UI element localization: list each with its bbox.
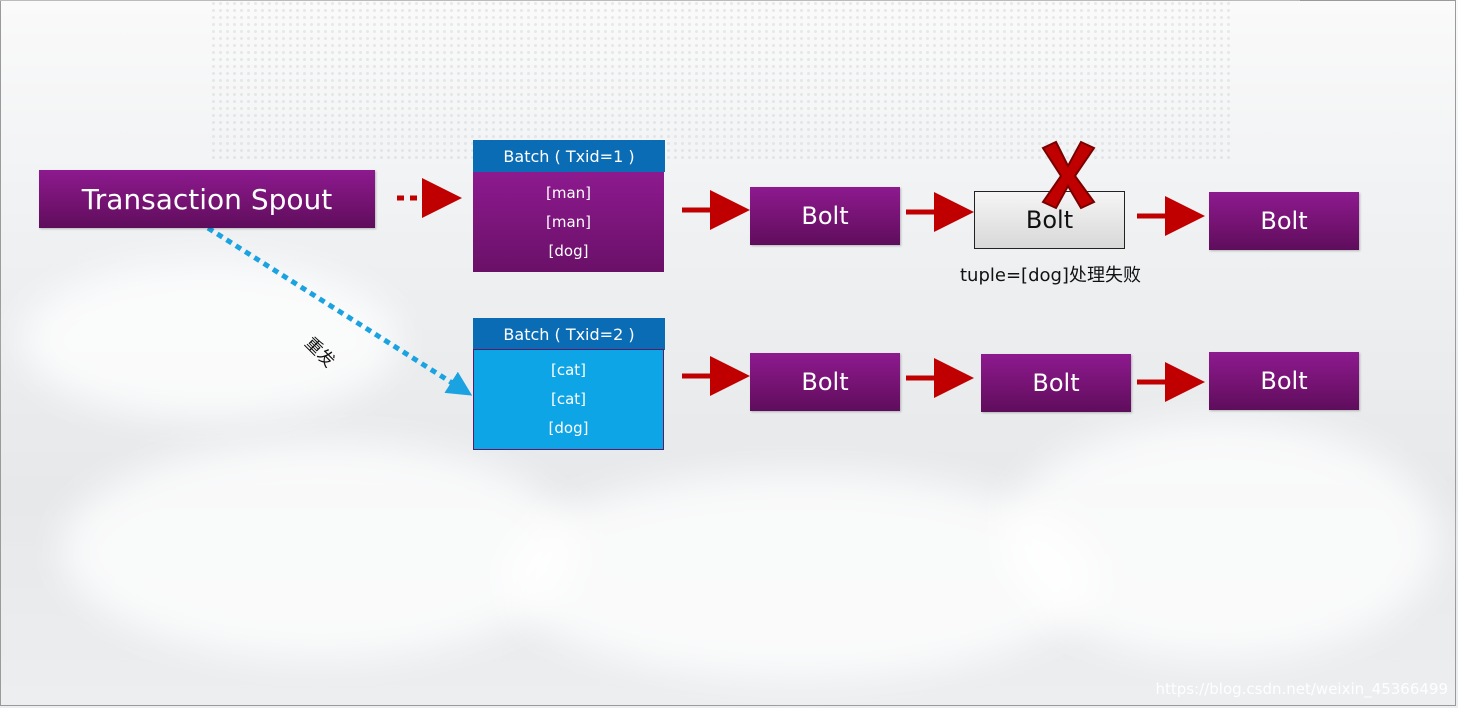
row2-bolt-2: Bolt: [981, 354, 1131, 412]
batch-2-title: Batch ( Txid=2 ): [503, 324, 635, 344]
bolt-label: Bolt: [801, 368, 849, 396]
row1-bolt-1: Bolt: [750, 187, 900, 245]
batch-1-header: Batch ( Txid=1 ): [473, 140, 665, 172]
batch-1-item: [man]: [545, 183, 591, 202]
batch-2-item: [cat]: [550, 361, 587, 379]
batch-2-body: [cat] [cat] [dog]: [473, 349, 664, 450]
batch-2-item: [cat]: [550, 390, 587, 408]
transaction-spout-node: Transaction Spout: [39, 170, 375, 228]
failure-caption: tuple=[dog]处理失败: [960, 265, 1141, 286]
batch-1-item: [dog]: [548, 241, 589, 260]
batch-1-item: [man]: [545, 212, 591, 231]
cloud-background: [500, 470, 1100, 680]
batch-2-header: Batch ( Txid=2 ): [473, 318, 665, 350]
batch-2-item: [dog]: [548, 419, 589, 437]
row2-bolt-3: Bolt: [1209, 352, 1359, 410]
bolt-label: Bolt: [1260, 207, 1308, 235]
batch-1-title: Batch ( Txid=1 ): [503, 146, 635, 166]
batch-1-body: [man] [man] [dog]: [473, 172, 664, 272]
bolt-label: Bolt: [1032, 369, 1080, 397]
bolt-label: Bolt: [801, 202, 849, 230]
top-rule: [0, 0, 1300, 1]
spout-to-batch2-resend-arrow: [206, 225, 473, 396]
watermark: https://blog.csdn.net/weixin_45366499: [1155, 680, 1448, 698]
cloud-background: [20, 260, 400, 420]
row1-bolt-3: Bolt: [1209, 192, 1359, 250]
cloud-background: [1000, 420, 1440, 660]
transaction-spout-label: Transaction Spout: [81, 182, 333, 216]
bolt-label: Bolt: [1260, 367, 1308, 395]
row2-bolt-1: Bolt: [750, 353, 900, 411]
cloud-background: [60, 440, 580, 660]
bolt-label: Bolt: [1025, 206, 1074, 234]
world-map-background: [210, 0, 1230, 160]
fail-x-icon: [1041, 140, 1096, 210]
